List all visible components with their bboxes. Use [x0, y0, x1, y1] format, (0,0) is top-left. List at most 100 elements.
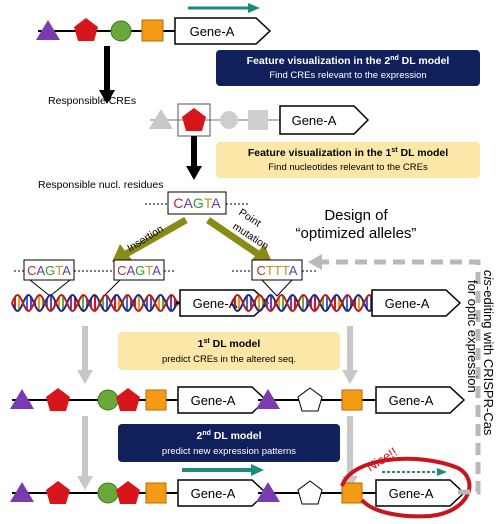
callout-lines: [261, 279, 293, 297]
box-feature-2nd: Feature visualization in the 2nd DL mode…: [216, 50, 480, 86]
gray-arrow-left-1-head: [77, 370, 93, 384]
pentagon-cre-lost: [297, 480, 323, 505]
sequence-box: [167, 191, 227, 215]
callout-lines: [29, 279, 71, 297]
expression-arrow-head: [248, 3, 260, 13]
dna-helix-right: [231, 294, 373, 312]
box-model-2nd: 2nd DL model predict new expression patt…: [118, 424, 340, 462]
callout-lines: [103, 279, 160, 297]
box-model-2nd-bg: [118, 424, 340, 462]
helix-strand: [231, 294, 373, 312]
sequence-mutated: CTTTA: [232, 259, 318, 297]
red-pentagon-cre-new: [116, 481, 140, 504]
gene-label: Gene-A: [191, 486, 236, 501]
box-feature-1st-bg: [216, 142, 480, 178]
gene-box: [371, 289, 462, 317]
feedback-arrow-head: [308, 254, 322, 270]
orange-square-cre: [341, 389, 363, 411]
design-label-1: Design of: [324, 207, 388, 224]
result-construct-left: Gene-A: [10, 464, 268, 507]
helix-strand: [231, 294, 373, 312]
sequence-insert-a: CAGTA: [14, 259, 114, 297]
box-model-1st-subtitle: predict CREs in the altered seq.: [162, 354, 296, 365]
box-model-1st-title: 1st DL model: [198, 338, 261, 350]
box-feature-1st-subtitle: Find nucleotides relevant to the CREs: [268, 162, 428, 173]
design-label-2: “optimized alleles”: [296, 225, 417, 242]
green-circle-cre: [97, 482, 119, 504]
responsible-cres-label: Responsible CREs: [48, 95, 136, 107]
expression-arrow-weak-head: [437, 468, 447, 476]
red-pentagon-cre: [182, 108, 206, 131]
insertion-arrow-head: [112, 244, 132, 262]
orange-square-cre: [341, 482, 363, 504]
box-model-2nd-title: 2nd DL model: [197, 430, 262, 442]
gray-arrow-right-1-head: [342, 370, 358, 384]
sequence-text: CTTTA: [257, 263, 298, 278]
box-feature-1st: Feature visualization in the 1st DL mode…: [216, 142, 480, 178]
feedback-arrow: [318, 259, 481, 495]
cis-editing-label-2: for optic expression: [465, 280, 480, 393]
purple-triangle-cre: [256, 482, 280, 502]
mutation-arrow-head: [252, 244, 272, 262]
box-feature-2nd-subtitle: Find CREs relevant to the expression: [269, 70, 426, 81]
orange-square-cre: [145, 482, 167, 504]
orange-square-cre: [141, 19, 164, 42]
red-pentagon-cre: [46, 388, 70, 411]
sequence-text: CAGTA: [173, 195, 221, 211]
helix-strand: [11, 294, 179, 312]
green-circle-cre: [110, 20, 132, 42]
cre-construct: Gene-A: [149, 103, 370, 137]
gene-label: Gene-A: [389, 393, 434, 408]
cis-editing-label-1: cis-editing with CRISPR-Cas: [481, 270, 496, 436]
result-construct-right: Gene-A: [256, 468, 466, 507]
insertion-arrow: [124, 216, 188, 258]
gene-box: [279, 105, 370, 135]
sequence-insert-b: CAGTA: [103, 259, 176, 297]
expression-arrow-strong-head: [251, 464, 264, 476]
sequence-text: CAGTA: [27, 263, 71, 278]
green-circle-cre: [97, 389, 119, 411]
top-construct: Gene-A: [36, 3, 272, 45]
dna-helix-left: [11, 294, 179, 312]
gene-label: Gene-A: [190, 24, 235, 39]
gene-box-right: Gene-A: [371, 289, 462, 317]
nice-circle: [340, 456, 472, 519]
pentagon-cre-lost: [297, 387, 323, 412]
down-arrow-1-head: [99, 90, 115, 104]
red-pentagon-cre-new: [116, 388, 140, 411]
orange-square-cre: [145, 389, 167, 411]
gene-label: Gene-A: [389, 486, 434, 501]
gray-circle: [220, 111, 238, 129]
gene-box: [174, 17, 272, 45]
gene-box: [375, 479, 466, 507]
sequence-box: [251, 259, 303, 281]
purple-triangle-cre: [10, 482, 34, 502]
purple-triangle-cre: [10, 389, 34, 409]
down-arrow-2-head: [186, 166, 202, 180]
mutation-arrow: [206, 217, 260, 257]
gene-label: Gene-A: [385, 296, 430, 311]
helix-strand: [11, 294, 179, 312]
responsible-residues-label: Responsible nucl. residues: [38, 179, 164, 191]
predicted-construct-right: Gene-A: [256, 386, 466, 414]
box-feature-2nd-bg: [216, 50, 480, 86]
gene-label: Gene-A: [191, 393, 236, 408]
box-feature-1st-title: Feature visualization in the 1st DL mode…: [248, 147, 448, 159]
sequence-text: CAGTA: [117, 263, 161, 278]
red-pentagon-cre: [74, 18, 98, 41]
box-model-1st: 1st DL model predict CREs in the altered…: [118, 332, 340, 370]
gray-square: [248, 110, 268, 130]
predicted-construct-left: Gene-A: [10, 386, 268, 414]
gene-label: Gene-A: [292, 113, 337, 128]
gene-box: [375, 386, 466, 414]
box-model-1st-bg: [118, 332, 340, 370]
sequence-box: [23, 259, 75, 281]
gray-triangle: [149, 109, 173, 129]
box-feature-2nd-title: Feature visualization in the 2nd DL mode…: [247, 55, 450, 67]
purple-triangle-cre: [256, 389, 280, 409]
red-pentagon-cre: [46, 481, 70, 504]
gray-arrow-left-2-head: [77, 476, 93, 490]
purple-triangle-cre: [36, 20, 60, 40]
box-model-2nd-subtitle: predict new expression patterns: [162, 446, 296, 457]
